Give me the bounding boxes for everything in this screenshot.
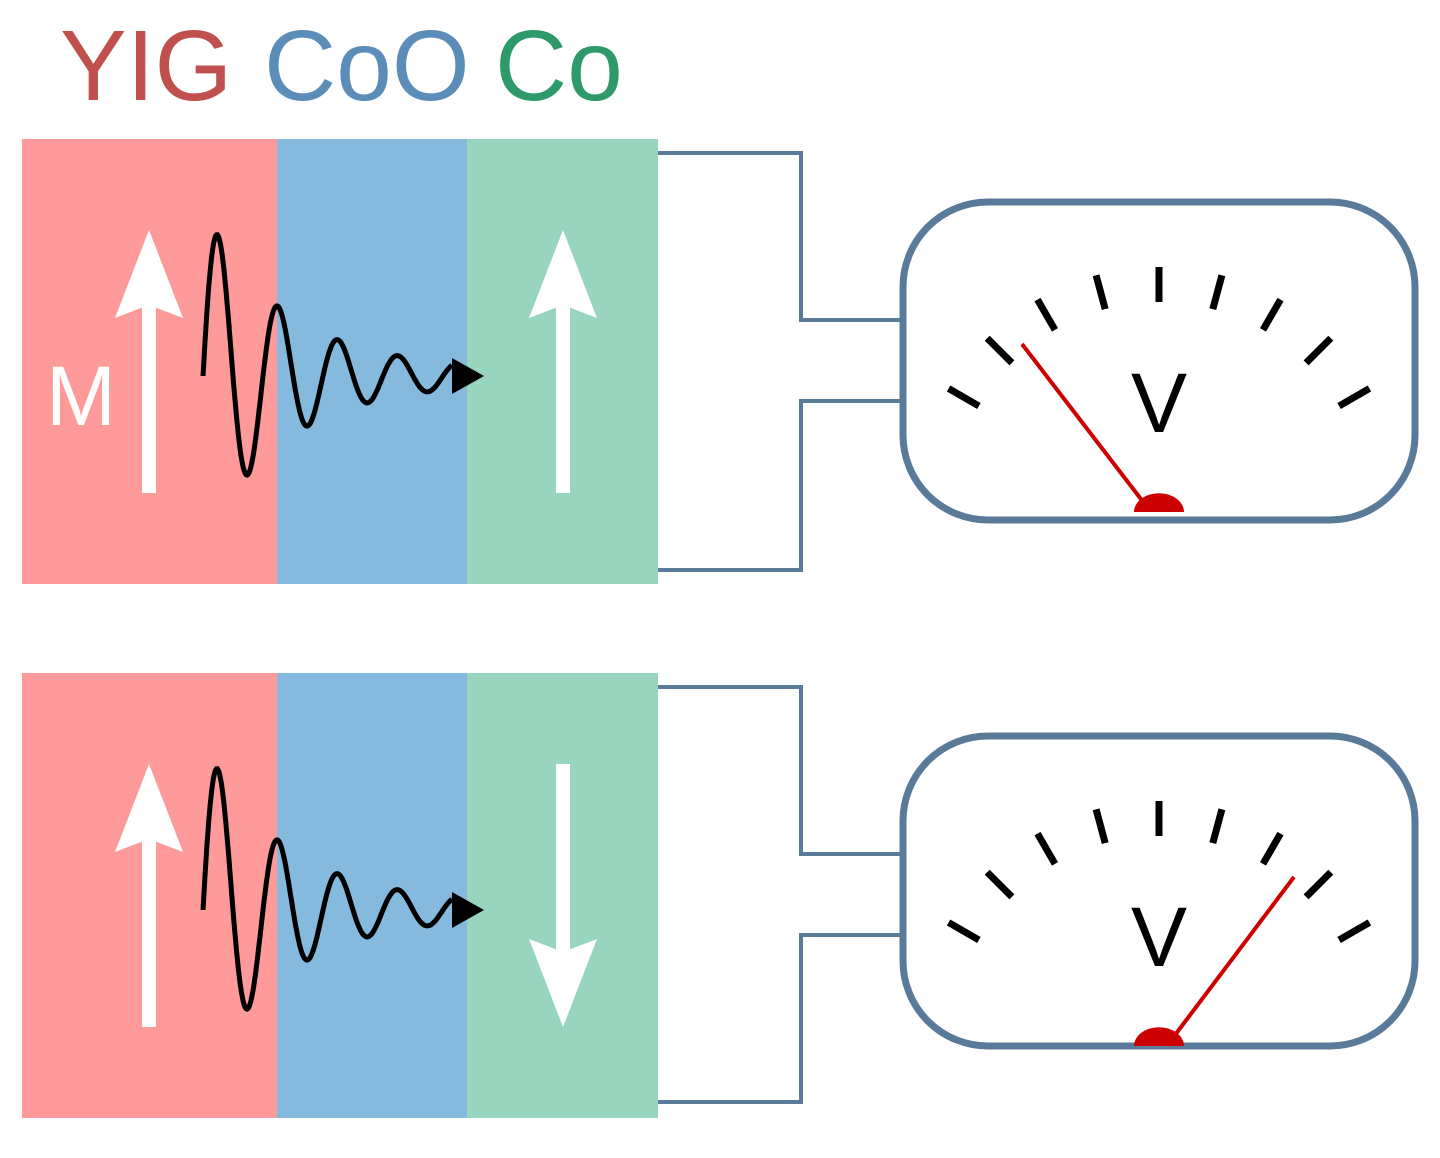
coo-layer — [277, 673, 468, 1118]
spin-wave — [200, 232, 454, 478]
wire-bottom — [658, 399, 905, 572]
label-co: Co — [495, 10, 623, 122]
gauge-tick — [1209, 274, 1226, 311]
wire-top — [658, 685, 905, 856]
label-coo: CoO — [264, 10, 470, 122]
wire-bottom — [658, 933, 905, 1104]
coo-layer — [277, 139, 468, 584]
wire-top — [658, 151, 905, 322]
gauge-tick — [1337, 919, 1372, 944]
yig-magnetization-up-arrow — [115, 764, 183, 1027]
voltmeter-body — [899, 198, 1419, 524]
panel-parallel: M V — [22, 139, 1419, 584]
voltmeter-label: V — [1131, 890, 1187, 984]
gauge-tick — [1259, 831, 1284, 866]
magnetization-label: M — [46, 349, 116, 443]
panel-antiparallel: V — [22, 673, 1419, 1118]
gauge-tick — [1259, 297, 1284, 332]
spin-wave — [200, 766, 454, 1012]
yig-magnetization-up-arrow — [115, 230, 183, 493]
layer-labels: YIG CoO Co — [60, 10, 623, 122]
gauge-tick — [946, 919, 981, 944]
co-magnetization-up-arrow — [529, 230, 597, 493]
voltmeter-ticks — [946, 801, 1372, 944]
gauge-tick — [984, 869, 1015, 900]
gauge-tick — [1209, 808, 1226, 845]
gauge-tick — [1034, 831, 1059, 866]
voltmeter: V — [899, 198, 1419, 524]
label-yig: YIG — [60, 10, 232, 122]
co-magnetization-down-arrow — [529, 764, 597, 1027]
voltmeter-ticks — [946, 267, 1372, 410]
spin-wave-arrowhead — [452, 892, 484, 928]
needle-pivot — [1134, 493, 1184, 512]
voltmeter-needle — [1020, 342, 1149, 509]
gauge-tick — [1034, 297, 1059, 332]
gauge-tick — [1092, 808, 1109, 845]
voltmeter-needle — [1170, 875, 1296, 1041]
gauge-tick — [1303, 869, 1334, 900]
voltmeter: V — [899, 732, 1419, 1050]
voltmeter-label: V — [1131, 356, 1187, 450]
gauge-tick — [1337, 385, 1372, 410]
gauge-tick — [1092, 274, 1109, 311]
gauge-tick — [1303, 335, 1334, 366]
gauge-tick — [946, 385, 981, 410]
spin-wave-arrowhead — [452, 358, 484, 394]
needle-pivot — [1134, 1027, 1184, 1046]
gauge-tick — [984, 335, 1015, 366]
